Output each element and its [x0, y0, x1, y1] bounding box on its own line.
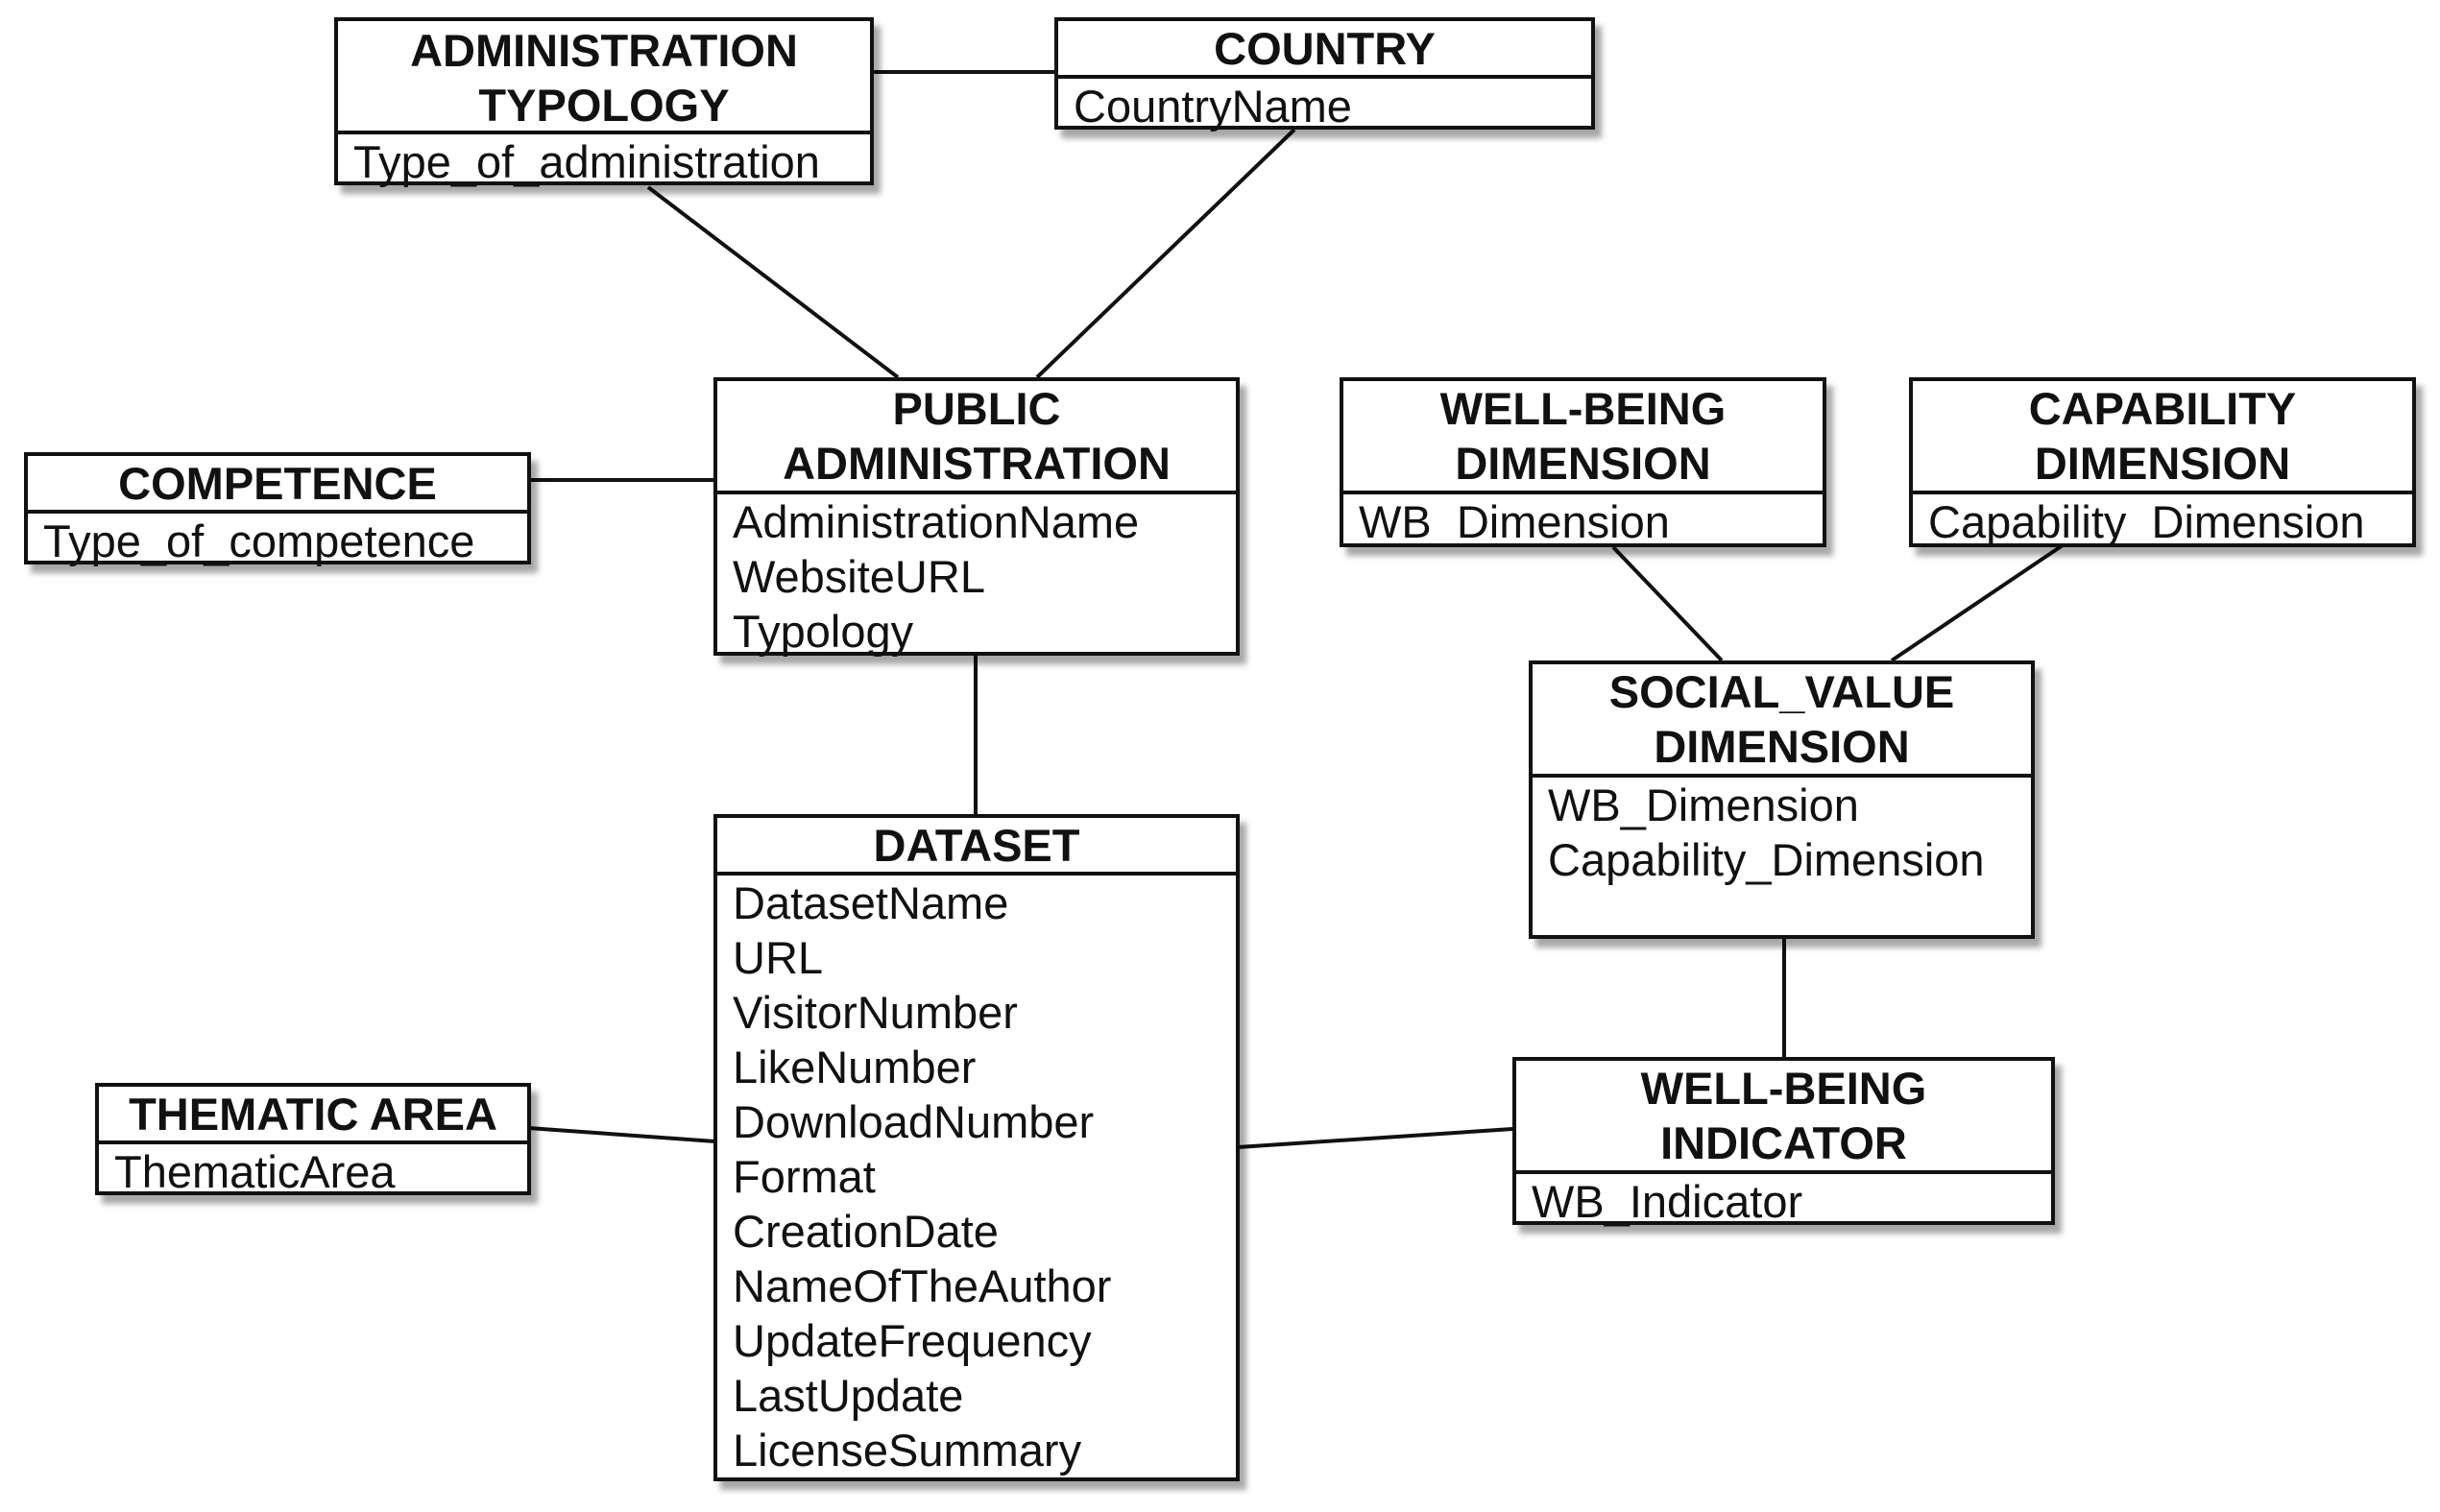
attribute: NameOfTheAuthor: [733, 1260, 1112, 1311]
attribute-list: AdministrationName WebsiteURL Typology: [717, 494, 1236, 659]
attribute: Typology: [733, 606, 914, 657]
relation-well-being-dimension-social-value-dimension: [1611, 545, 1724, 662]
entity-title: DATASET: [717, 818, 1236, 876]
relation-dataset-well-being-indicator: [1237, 1127, 1513, 1149]
entity-administration-typology[interactable]: ADMINISTRATION TYPOLOGY Type_of_administ…: [334, 17, 874, 187]
attribute: WB_Dimension: [1359, 496, 1670, 547]
entity-title: PUBLIC ADMINISTRATION: [717, 381, 1236, 494]
attribute-list: ThematicArea: [99, 1144, 527, 1199]
attribute: Type_of_administration: [353, 136, 820, 187]
entity-social-value-dimension[interactable]: SOCIAL_VALUE DIMENSION WB_Dimension Capa…: [1529, 660, 2035, 939]
entity-title: COMPETENCE: [28, 456, 527, 514]
attribute-list: WB_Dimension Capability_Dimension: [1533, 778, 2031, 887]
relation-thematic-area-dataset: [527, 1126, 716, 1143]
entity-title: WELL-BEING INDICATOR: [1516, 1061, 2051, 1174]
attribute-list: DatasetName URL VisitorNumber LikeNumber…: [717, 876, 1236, 1477]
attribute: ThematicArea: [114, 1146, 396, 1197]
attribute: WebsiteURL: [733, 551, 985, 602]
entity-dataset[interactable]: DATASET DatasetName URL VisitorNumber Li…: [713, 814, 1240, 1481]
relation-capability-dimension-social-value-dimension: [1890, 543, 2065, 662]
entity-country[interactable]: COUNTRY CountryName: [1054, 17, 1595, 133]
attribute: VisitorNumber: [733, 987, 1018, 1038]
attribute-list: WB_Indicator: [1516, 1174, 2051, 1229]
entity-title: SOCIAL_VALUE DIMENSION: [1533, 664, 2031, 778]
attribute: Capability_Dimension: [1548, 834, 1985, 885]
entity-title: COUNTRY: [1058, 21, 1591, 79]
entity-thematic-area[interactable]: THEMATIC AREA ThematicArea: [95, 1083, 531, 1197]
attribute: Format: [733, 1151, 876, 1202]
attribute: WB_Dimension: [1548, 780, 1859, 830]
attribute-list: Capability_Dimension: [1913, 494, 2412, 549]
attribute: AdministrationName: [733, 496, 1140, 547]
attribute: UpdateFrequency: [733, 1315, 1092, 1366]
attribute: DownloadNumber: [733, 1096, 1095, 1147]
entity-title: THEMATIC AREA: [99, 1087, 527, 1144]
attribute: CreationDate: [733, 1206, 999, 1257]
attribute: CountryName: [1074, 81, 1352, 132]
attribute-list: Type_of_administration: [338, 134, 870, 189]
attribute: LicenseSummary: [733, 1425, 1082, 1476]
attribute: LastUpdate: [733, 1370, 964, 1421]
attribute: LikeNumber: [733, 1042, 977, 1092]
attribute: WB_Indicator: [1532, 1176, 1803, 1227]
relation-administration-typology-public-administration: [646, 185, 900, 379]
entity-title: CAPABILITY DIMENSION: [1913, 381, 2412, 494]
entity-public-administration[interactable]: PUBLIC ADMINISTRATION AdministrationName…: [713, 377, 1240, 659]
entity-competence[interactable]: COMPETENCE Type_of_competence: [24, 452, 531, 566]
attribute-list: CountryName: [1058, 79, 1591, 133]
entity-capability-dimension[interactable]: CAPABILITY DIMENSION Capability_Dimensio…: [1909, 377, 2416, 547]
entity-well-being-indicator[interactable]: WELL-BEING INDICATOR WB_Indicator: [1512, 1057, 2055, 1227]
relation-country-public-administration: [1035, 128, 1296, 379]
attribute-list: Type_of_competence: [28, 514, 527, 568]
entity-well-being-dimension[interactable]: WELL-BEING DIMENSION WB_Dimension: [1340, 377, 1826, 547]
attribute: URL: [733, 932, 824, 983]
attribute: Type_of_competence: [43, 516, 475, 566]
attribute: Capability_Dimension: [1928, 496, 2365, 547]
entity-title: WELL-BEING DIMENSION: [1343, 381, 1823, 494]
attribute-list: WB_Dimension: [1343, 494, 1823, 549]
attribute: DatasetName: [733, 877, 1009, 928]
entity-title: ADMINISTRATION TYPOLOGY: [338, 21, 870, 134]
